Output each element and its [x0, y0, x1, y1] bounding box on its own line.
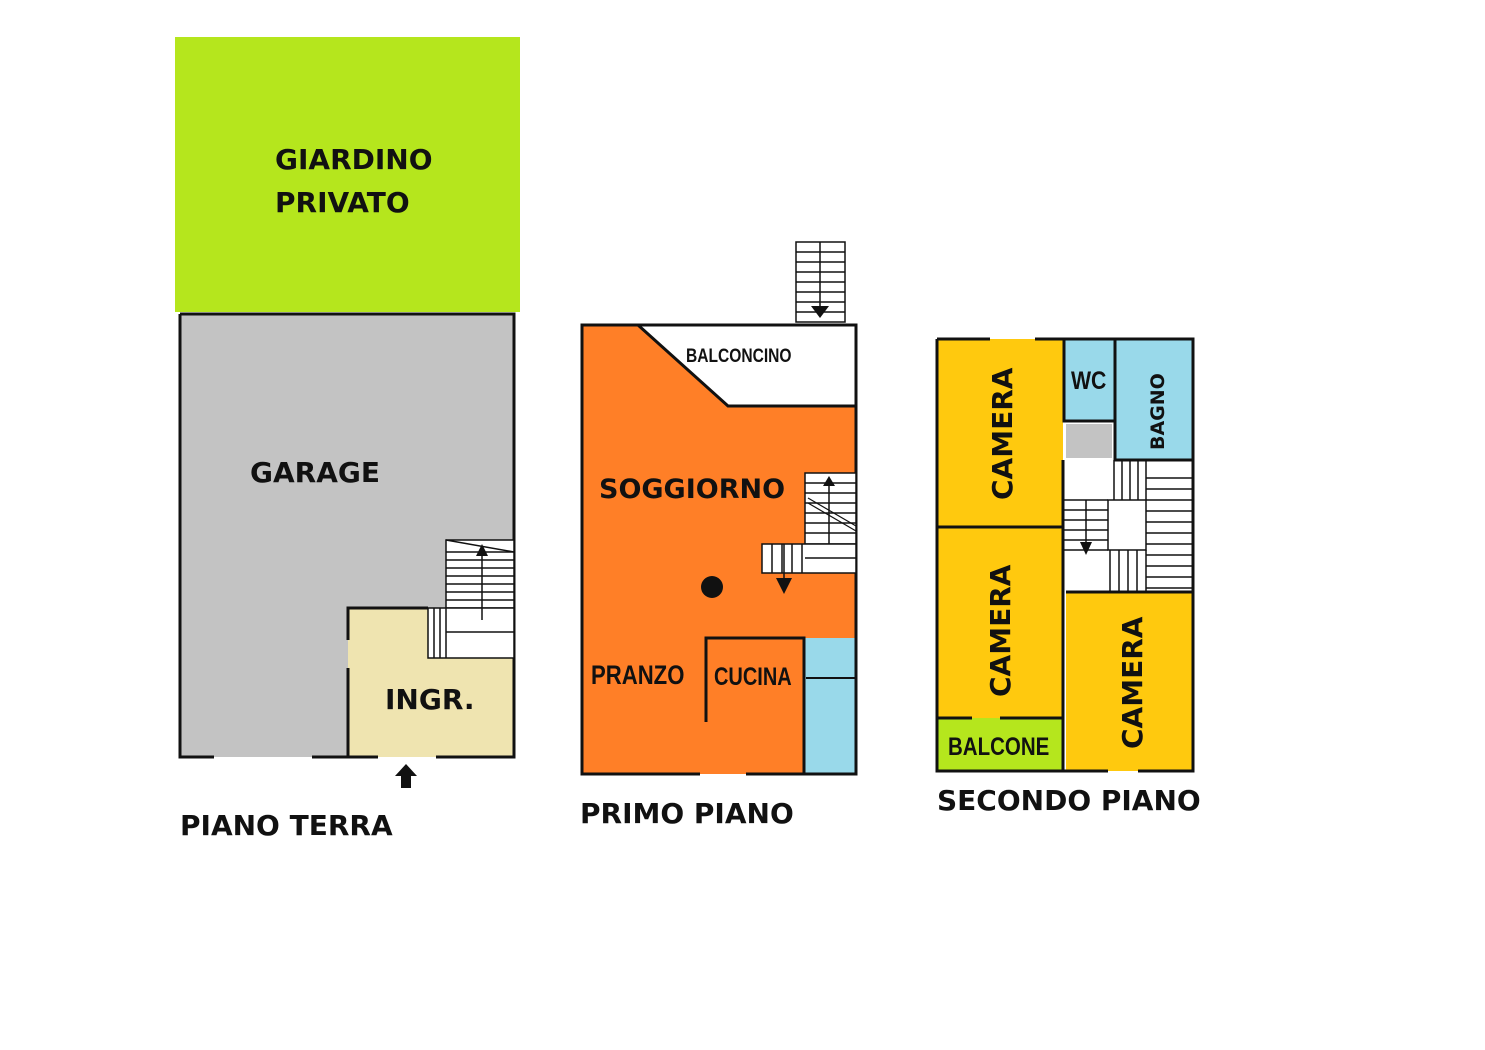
garden-label-line2: PRIVATO: [275, 186, 410, 219]
dining-label: PRANZO: [591, 661, 684, 691]
bedroom-2-label: CAMERA: [984, 564, 1017, 697]
garden-label: GIARDINO: [275, 143, 433, 176]
garden-area: [175, 37, 520, 312]
entrance-label: INGR.: [385, 683, 475, 716]
external-stairs: [795, 241, 846, 323]
stair-up-arrow-icon: [823, 476, 835, 486]
stair-down-arrow-icon: [1080, 542, 1092, 555]
bedroom-walls: [937, 460, 1193, 771]
stair-down-arrow-icon: [776, 578, 792, 594]
bath-walls: [1062, 339, 1193, 462]
bedroom-2-area: [937, 527, 1063, 718]
wc-area: [1065, 339, 1115, 421]
stair-up-arrow-icon: [476, 544, 488, 620]
stair-down-arrow-icon: [811, 306, 829, 318]
landing-area: [1066, 424, 1112, 458]
bathroom-label: BAGNO: [1147, 373, 1169, 450]
ground-floor-plan: GIARDINO PRIVATO GARAGE INGR. PIANO TERR…: [175, 37, 520, 842]
second-floor-plan: CAMERA CAMERA CAMERA WC BAGNO BALCONE SE…: [935, 337, 1201, 817]
first-floor-plan: BALCONCINO SOGGIORNO PRANZO CUCINA PRIMO…: [580, 241, 858, 830]
entrance-walls: [346, 606, 428, 757]
bedroom-3-label: CAMERA: [1116, 616, 1149, 749]
kitchen-label: CUCINA: [714, 663, 792, 691]
first-floor-title: PRIMO PIANO: [580, 797, 794, 830]
balcony-label-second: BALCONE: [948, 732, 1049, 760]
column-dot-icon: [701, 576, 723, 598]
second-floor-stairs: [1063, 460, 1193, 592]
wc-label: WC: [1071, 366, 1107, 394]
kitchen-walls: [704, 636, 806, 774]
bedroom-1-area: [937, 339, 1063, 527]
bedroom-1-label: CAMERA: [986, 367, 1019, 500]
balcony-area: [937, 718, 1063, 771]
bathroom-area: [1116, 339, 1193, 460]
balcony-area: [638, 325, 856, 406]
bedroom-3-area: [1066, 592, 1193, 771]
balcony-label: BALCONCINO: [686, 345, 792, 367]
second-floor-title: SECONDO PIANO: [937, 784, 1201, 817]
living-room-label: SOGGIORNO: [599, 474, 785, 505]
first-floor-area: [582, 325, 856, 774]
entry-arrow-icon: [395, 764, 417, 788]
ground-floor-title: PIANO TERRA: [180, 809, 393, 842]
ground-stairs: [427, 539, 515, 659]
first-floor-stairs: [761, 472, 857, 594]
garage-label: GARAGE: [250, 456, 380, 489]
ground-floor-walls: [178, 312, 516, 759]
utility-area: [804, 638, 856, 774]
